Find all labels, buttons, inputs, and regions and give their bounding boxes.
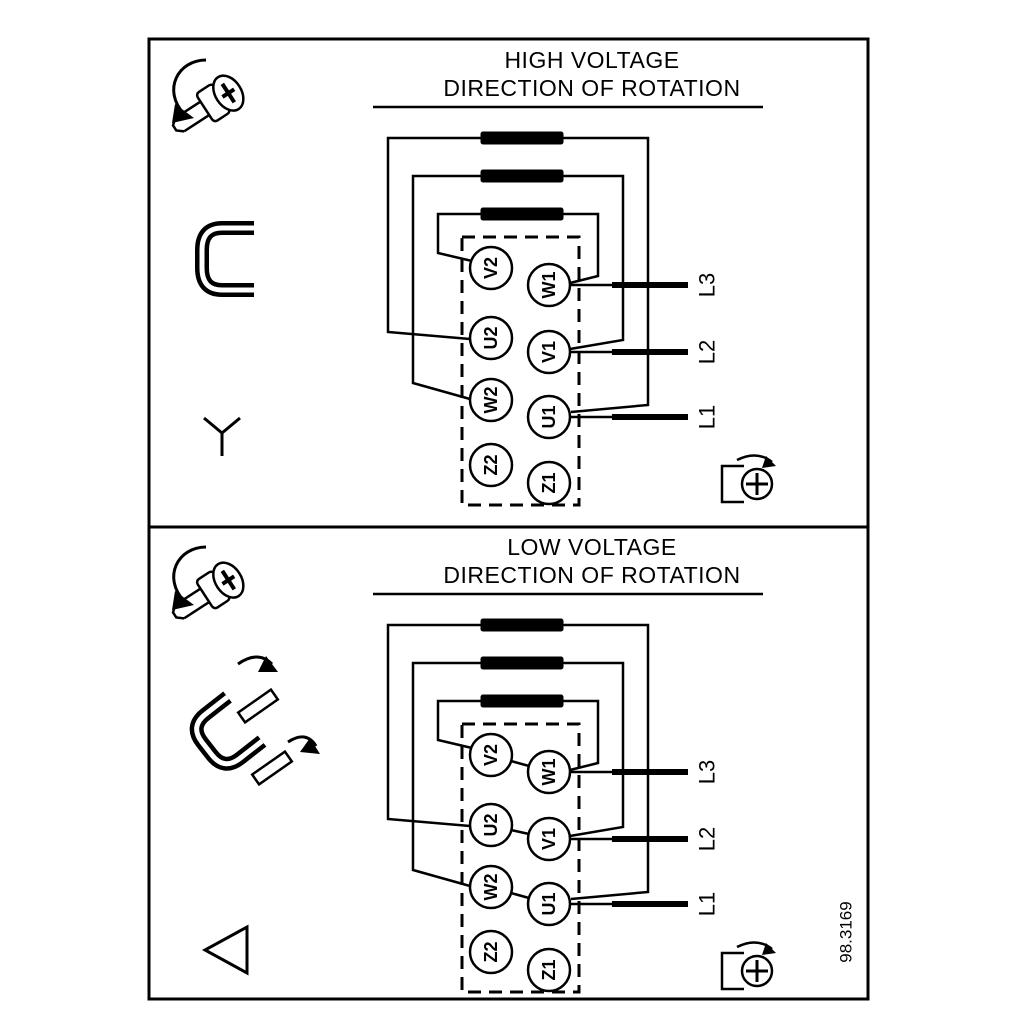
wire [386,136,481,341]
delta-link-wire [510,828,530,836]
small-link [250,749,294,787]
wire [563,699,600,772]
terminal-circle [468,864,514,910]
terminal-circle [468,929,514,975]
terminal-circle [468,315,514,361]
terminal-label: V1 [539,828,559,850]
terminal-circle [468,377,514,423]
panel-title-line2: DIRECTION OF ROTATION [443,75,740,101]
terminal-circle [526,947,572,993]
terminal-links-moving-icon [189,655,320,787]
jumper-bar [480,131,564,145]
screw-rotation-icon [171,58,245,133]
terminal-circle [468,802,514,848]
terminal-label: V2 [481,257,501,279]
supply-line-label: L2 [695,827,720,851]
supply-line-label: L1 [695,405,720,429]
terminal-circle [526,749,572,795]
supply-line-label: L2 [695,340,720,364]
jumper-bar [480,207,564,221]
terminal-label: U1 [539,405,559,428]
panel-title-line1: HIGH VOLTAGE [504,47,679,73]
wire [411,174,481,401]
rotation-indicator-icon [720,454,776,504]
terminal-label: Z2 [481,941,501,962]
figure-number: 98.3169 [837,901,856,962]
jumper-bar [480,618,564,632]
rotation-indicator-icon [720,941,776,991]
terminal-label: Z1 [539,959,559,980]
delta-symbol [201,924,249,976]
supply-line-label: L1 [695,892,720,916]
wire [563,661,625,838]
supply-line-label: L3 [695,273,720,297]
terminal-circle [526,881,572,927]
terminal-label: W1 [539,272,559,299]
wire [563,136,650,414]
terminal-label: U2 [481,326,501,349]
terminal-label: V2 [481,744,501,766]
terminal-circle [526,329,572,375]
terminal-label: W2 [481,874,501,901]
terminal-label: U2 [481,813,501,836]
terminal-label: W1 [539,759,559,786]
terminal-label: Z2 [481,454,501,475]
delta-link-wire [510,891,530,900]
supply-line-label: L3 [695,760,720,784]
wire [411,661,481,888]
panel-title-line1: LOW VOLTAGE [507,534,677,560]
jumper-bar [480,694,564,708]
terminal-circle [468,732,514,778]
terminal-label: U1 [539,892,559,915]
wire [386,623,481,828]
wire [563,174,625,351]
wire [563,623,650,901]
jumper-bar [480,656,564,670]
wire [563,212,600,285]
terminal-circle [526,460,572,506]
wire [436,699,481,750]
screw-rotation-icon [171,545,245,620]
jumper-bar [480,169,564,183]
small-link [236,687,280,725]
terminal-circle [526,262,572,308]
terminal-circle [526,816,572,862]
terminal-circle [468,245,514,291]
arrowhead [762,456,776,468]
terminal-label: V1 [539,341,559,363]
arrowhead [258,656,278,672]
arrowhead [300,738,320,754]
terminal-label: Z1 [539,472,559,493]
terminal-circle [468,442,514,488]
panel-title-line2: DIRECTION OF ROTATION [443,562,740,588]
terminal-circle [526,394,572,440]
high-voltage-panel: HIGH VOLTAGE DIRECTION OF ROTATION L3 L2… [171,47,776,507]
arrowhead [762,943,776,955]
terminal-label: W2 [481,387,501,414]
delta-link-wire [510,759,530,768]
star-symbol [203,416,241,456]
low-voltage-panel: LOW VOLTAGE DIRECTION OF ROTATION L3 L2 … [171,534,776,994]
wire [436,212,481,263]
terminal-link-icon [195,221,254,297]
